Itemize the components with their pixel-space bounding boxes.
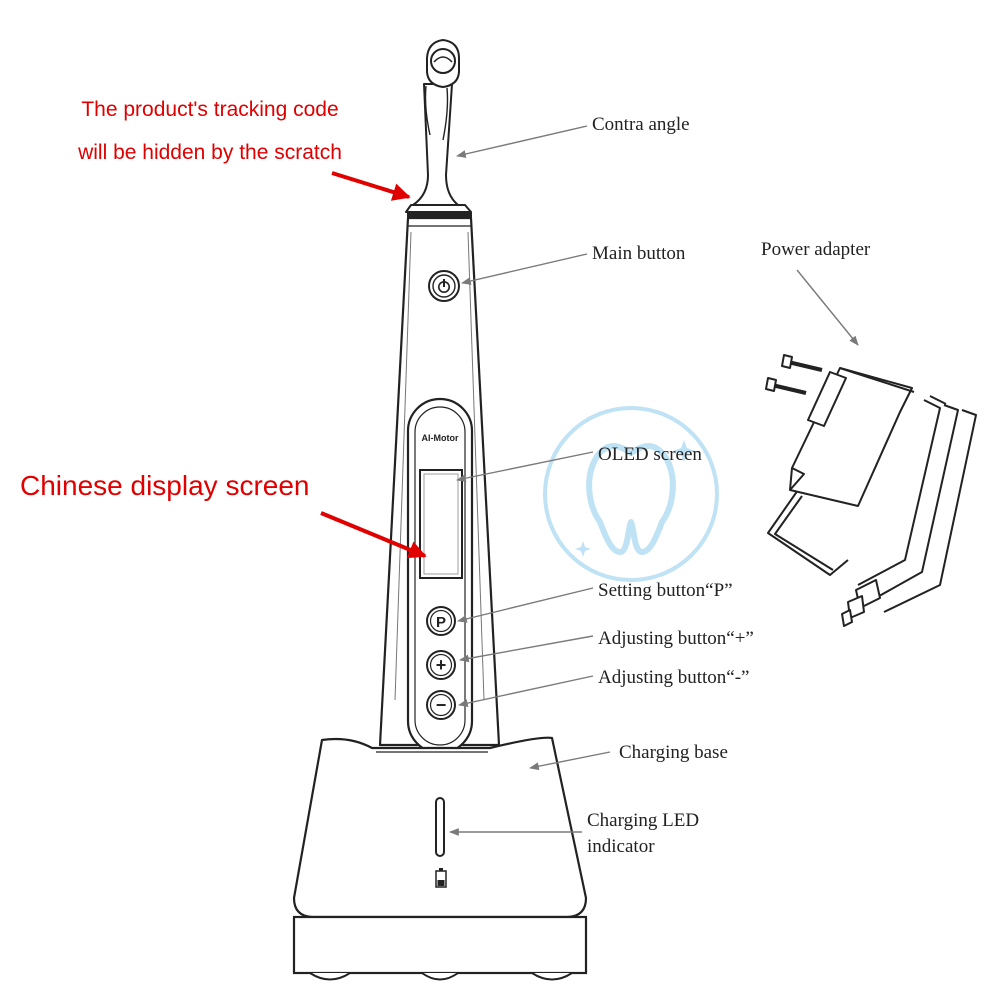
label-adjust-minus: Adjusting button“-” xyxy=(598,667,750,688)
oled-screen xyxy=(419,469,463,579)
arrow-oled-screen xyxy=(456,451,594,483)
power-icon xyxy=(437,279,450,293)
contra-angle xyxy=(405,39,472,218)
tooth-watermark-icon xyxy=(543,406,719,582)
arrow-charging-base xyxy=(529,751,611,771)
charging-led-indicator xyxy=(435,797,445,857)
label-main-button: Main button xyxy=(592,243,686,264)
svg-text:−: − xyxy=(436,695,447,715)
arrow-plus-button xyxy=(459,635,594,663)
arrow-contra-angle xyxy=(456,125,588,158)
red-arrow-tracking xyxy=(331,171,411,201)
main-button xyxy=(428,270,460,302)
setting-button: P xyxy=(426,606,456,636)
tracking-note-line2: will be hidden by the scratch xyxy=(78,141,342,164)
label-charging-led-line1: Charging LED xyxy=(587,810,700,831)
brand-label: AI-Motor xyxy=(422,433,459,443)
callout-arrows xyxy=(449,125,859,836)
label-contra-angle: Contra angle xyxy=(592,114,690,135)
label-charging-led: Charging LED indicator xyxy=(587,808,699,860)
arrow-power-adapter xyxy=(796,269,859,346)
charging-base xyxy=(292,736,588,981)
label-charging-led-line2: indicator xyxy=(587,836,655,857)
tracking-note-line1: The product's tracking code xyxy=(81,98,339,121)
red-arrows xyxy=(320,171,427,559)
label-oled-screen: OLED screen xyxy=(598,444,702,465)
minus-button: − xyxy=(426,690,456,720)
label-adjust-plus: Adjusting button“+” xyxy=(598,628,754,649)
arrow-minus-button xyxy=(458,675,594,707)
plus-button: + xyxy=(426,650,456,680)
label-setting-button: Setting button“P” xyxy=(598,580,733,601)
svg-text:+: + xyxy=(436,655,447,675)
power-adapter xyxy=(765,354,977,627)
svg-text:P: P xyxy=(436,614,446,631)
red-arrow-display xyxy=(320,511,427,559)
control-panel: AI-Motor xyxy=(406,397,474,755)
chinese-display-note: Chinese display screen xyxy=(20,470,310,501)
label-power-adapter: Power adapter xyxy=(761,239,871,260)
battery-icon xyxy=(435,868,447,888)
tracking-note: The product's tracking code will be hidd… xyxy=(25,88,395,174)
arrow-setting-button xyxy=(457,587,594,623)
arrow-main-button xyxy=(461,253,588,285)
label-charging-base: Charging base xyxy=(619,742,728,763)
